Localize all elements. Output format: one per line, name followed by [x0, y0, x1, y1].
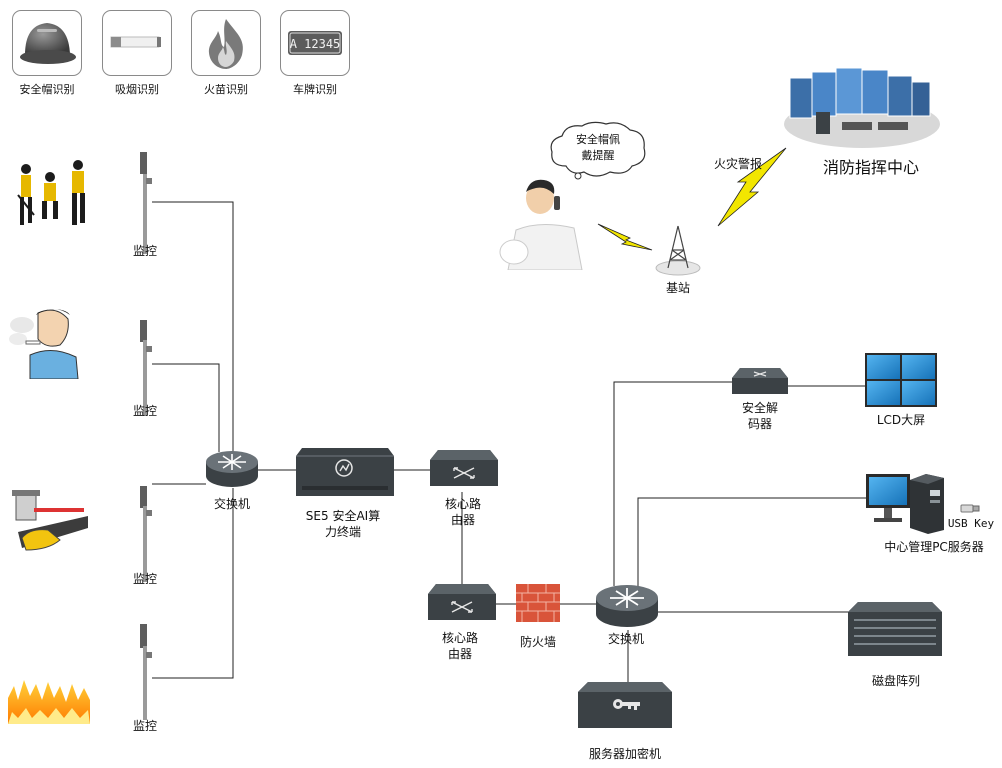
lightning-left-icon	[597, 223, 653, 251]
plate-text: A 12345	[290, 37, 341, 51]
disk-array-icon	[848, 602, 942, 656]
flame-recognition-tile	[191, 10, 261, 76]
usb-key-label: USB Key	[947, 517, 995, 530]
firewall-label: 防火墙	[519, 635, 556, 649]
encryptor-label: 服务器加密机	[588, 747, 661, 761]
smoking-recognition-tile	[102, 10, 172, 76]
plate-recognition-label: 车牌识别	[293, 83, 337, 96]
ai-terminal-label-line1: SE5 安全AI算	[305, 509, 381, 523]
core-router-top-label-line1: 核心路	[444, 497, 481, 511]
fire-command-center-icon	[784, 67, 940, 148]
camera-label-2: 监控	[132, 404, 157, 418]
core-router-bottom-label-line2: 由器	[447, 647, 472, 661]
smoking-man-icon	[9, 309, 79, 379]
core-router-top-icon	[430, 450, 498, 486]
bubble-line2: 戴提醒	[581, 149, 615, 162]
helmet-icon	[20, 23, 76, 64]
firewall-icon	[516, 584, 560, 622]
camera-pole-2	[140, 320, 152, 416]
usb-key-icon	[960, 504, 980, 513]
decoder-label-line1: 安全解	[741, 401, 778, 415]
encryptor-icon	[578, 682, 672, 728]
core-router-top-label-line2: 由器	[450, 513, 475, 527]
pc-server-label: 中心管理PC服务器	[884, 540, 984, 554]
camera-pole-3	[140, 486, 152, 582]
lcd-label: LCD大屏	[876, 413, 926, 427]
vehicle-gate-icon	[12, 490, 88, 551]
camera-pole-4	[140, 624, 152, 720]
construction-workers-icon	[17, 160, 85, 225]
helmet-recognition-label: 安全帽识别	[19, 83, 75, 96]
core-router-bottom-label-line1: 核心路	[441, 631, 478, 645]
camera-label-4: 监控	[132, 719, 157, 733]
plate-recognition-tile: A 12345	[280, 10, 350, 76]
ai-terminal-label-line2: 力终端	[324, 525, 361, 539]
lcd-wall-icon	[865, 353, 937, 407]
decoder-label-line2: 码器	[747, 417, 772, 431]
helmet-recognition-tile	[12, 10, 82, 76]
camera-pole-1	[140, 152, 152, 254]
bubble-line1: 安全帽佩	[576, 133, 620, 146]
pc-server-icon	[866, 474, 944, 534]
smoking-recognition-label: 吸烟识别	[115, 83, 159, 96]
switch-1-label: 交换机	[213, 497, 250, 511]
switch-2-label: 交换机	[607, 632, 644, 646]
flame-icon	[208, 19, 243, 69]
switch-1-icon	[206, 451, 258, 487]
speech-bubble	[550, 121, 646, 180]
core-router-bottom-icon	[428, 584, 496, 620]
camera-label-1: 监控	[132, 244, 157, 258]
fire-icon	[8, 680, 90, 724]
base-station-icon	[655, 225, 701, 276]
base-station-label: 基站	[665, 281, 690, 295]
license-plate-icon: A 12345	[288, 31, 342, 55]
decoder-icon	[732, 368, 788, 394]
ai-terminal-icon	[296, 448, 394, 496]
flame-recognition-label: 火苗识别	[204, 83, 248, 96]
switch-2-icon	[596, 585, 658, 627]
worker-with-phone-icon	[499, 179, 583, 270]
disk-array-label: 磁盘阵列	[871, 674, 920, 688]
lightning-right-icon	[717, 147, 787, 227]
cigarette-icon	[110, 36, 161, 48]
camera-label-3: 监控	[132, 572, 157, 586]
fire-alarm-label: 火灾警报	[713, 157, 762, 171]
fire-center-label: 消防指挥中心	[822, 158, 919, 177]
